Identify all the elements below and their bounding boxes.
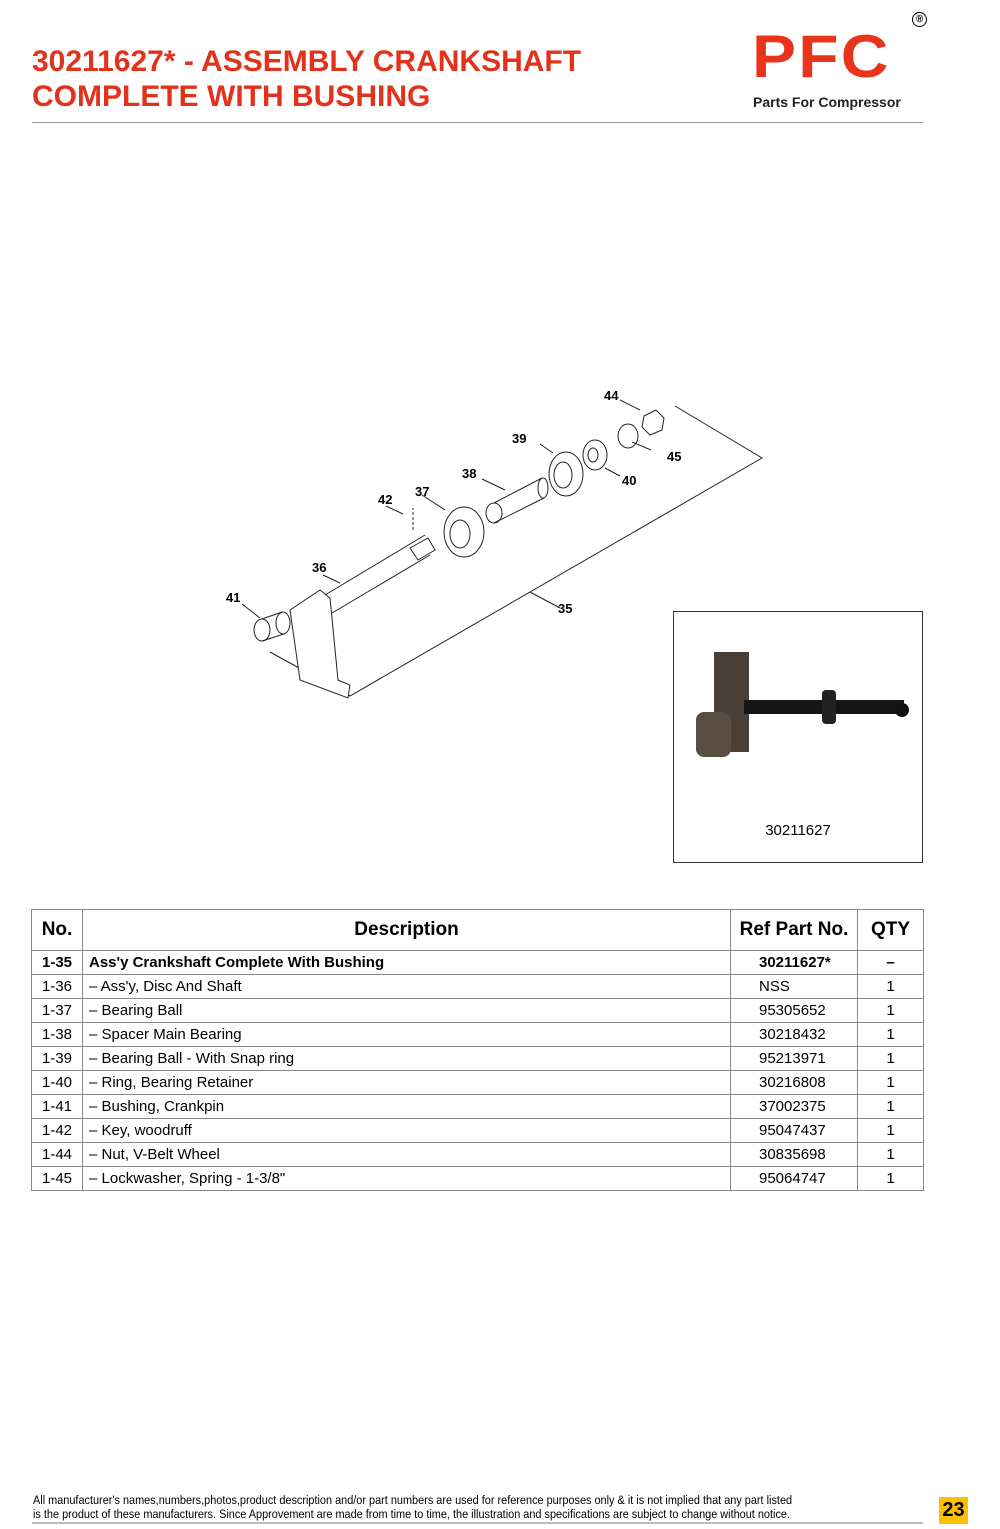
col-qty: QTY	[857, 909, 924, 951]
crankshaft-photo	[696, 652, 909, 757]
row-qty: 1	[857, 1022, 924, 1047]
row-ref-part-no: NSS	[730, 974, 858, 999]
row-no: 1-41	[31, 1094, 83, 1119]
row-qty: –	[857, 950, 924, 975]
row-description: – Bushing, Crankpin	[82, 1094, 731, 1119]
callout-37: 37	[415, 484, 429, 499]
row-qty: 1	[857, 1046, 924, 1071]
footer-divider	[32, 1522, 923, 1524]
row-qty: 1	[857, 1094, 924, 1119]
row-qty: 1	[857, 1166, 924, 1191]
row-qty: 1	[857, 998, 924, 1023]
row-description: – Key, woodruff	[82, 1118, 731, 1143]
table-header-row: No. Description Ref Part No. QTY	[31, 909, 924, 951]
photo-caption: 30211627	[765, 822, 831, 839]
row-no: 1-40	[31, 1070, 83, 1095]
row-description: – Lockwasher, Spring - 1-3/8"	[82, 1166, 731, 1191]
title-line-2: COMPLETE WITH BUSHING	[32, 80, 431, 113]
pfc-logo: PFC ® Parts For Compressor	[750, 12, 935, 116]
row-ref-part-no: 30216808	[730, 1070, 858, 1095]
callout-45: 45	[667, 449, 681, 464]
row-qty: 1	[857, 1118, 924, 1143]
table-row: 1-45– Lockwasher, Spring - 1-3/8"9506474…	[31, 1166, 924, 1191]
row-description: – Ring, Bearing Retainer	[82, 1070, 731, 1095]
col-description: Description	[82, 909, 731, 951]
row-no: 1-44	[31, 1142, 83, 1167]
row-qty: 1	[857, 974, 924, 999]
row-no: 1-36	[31, 974, 83, 999]
callout-44: 44	[604, 388, 619, 403]
disclaimer-line-2: is the product of these manufacturers. S…	[33, 1507, 791, 1521]
callout-40: 40	[622, 473, 636, 488]
row-ref-part-no: 30211627*	[730, 950, 858, 975]
row-no: 1-35	[31, 950, 83, 975]
exploded-diagram: 44 39 45 38 40 37 42 36 41 35	[226, 388, 763, 699]
row-ref-part-no: 37002375	[730, 1094, 858, 1119]
disclaimer: All manufacturer's names,numbers,photos,…	[33, 1493, 792, 1521]
row-ref-part-no: 95213971	[730, 1046, 858, 1071]
row-ref-part-no: 95047437	[730, 1118, 858, 1143]
header-divider	[32, 122, 923, 123]
row-no: 1-45	[31, 1166, 83, 1191]
product-photo: 30211627	[673, 611, 923, 863]
callout-35: 35	[558, 601, 572, 616]
row-ref-part-no: 30218432	[730, 1022, 858, 1047]
page-number: 23	[939, 1497, 968, 1524]
callout-41: 41	[226, 590, 240, 605]
logo-letters: PFC	[752, 23, 891, 90]
row-ref-part-no: 95064747	[730, 1166, 858, 1191]
row-description: – Bearing Ball	[82, 998, 731, 1023]
row-qty: 1	[857, 1142, 924, 1167]
row-no: 1-42	[31, 1118, 83, 1143]
logo-tagline: Parts For Compressor	[753, 94, 901, 110]
row-description: – Bearing Ball - With Snap ring	[82, 1046, 731, 1071]
col-ref-part-no: Ref Part No.	[730, 909, 858, 951]
callout-38: 38	[462, 466, 476, 481]
row-description: – Nut, V-Belt Wheel	[82, 1142, 731, 1167]
callout-42: 42	[378, 492, 392, 507]
callout-36: 36	[312, 560, 326, 575]
col-no: No.	[31, 909, 83, 951]
row-ref-part-no: 95305652	[730, 998, 858, 1023]
registered-mark: ®	[912, 12, 927, 27]
disclaimer-line-1: All manufacturer's names,numbers,photos,…	[33, 1493, 793, 1507]
row-ref-part-no: 30835698	[730, 1142, 858, 1167]
row-description: – Ass'y, Disc And Shaft	[82, 974, 731, 999]
row-description: Ass'y Crankshaft Complete With Bushing	[82, 950, 731, 975]
row-no: 1-38	[31, 1022, 83, 1047]
row-description: – Spacer Main Bearing	[82, 1022, 731, 1047]
row-no: 1-37	[31, 998, 83, 1023]
page-title: 30211627* - ASSEMBLY CRANKSHAFT COMPLETE…	[32, 44, 581, 114]
title-line-1: 30211627* - ASSEMBLY CRANKSHAFT	[32, 45, 582, 78]
row-no: 1-39	[31, 1046, 83, 1071]
row-qty: 1	[857, 1070, 924, 1095]
callout-39: 39	[512, 431, 526, 446]
